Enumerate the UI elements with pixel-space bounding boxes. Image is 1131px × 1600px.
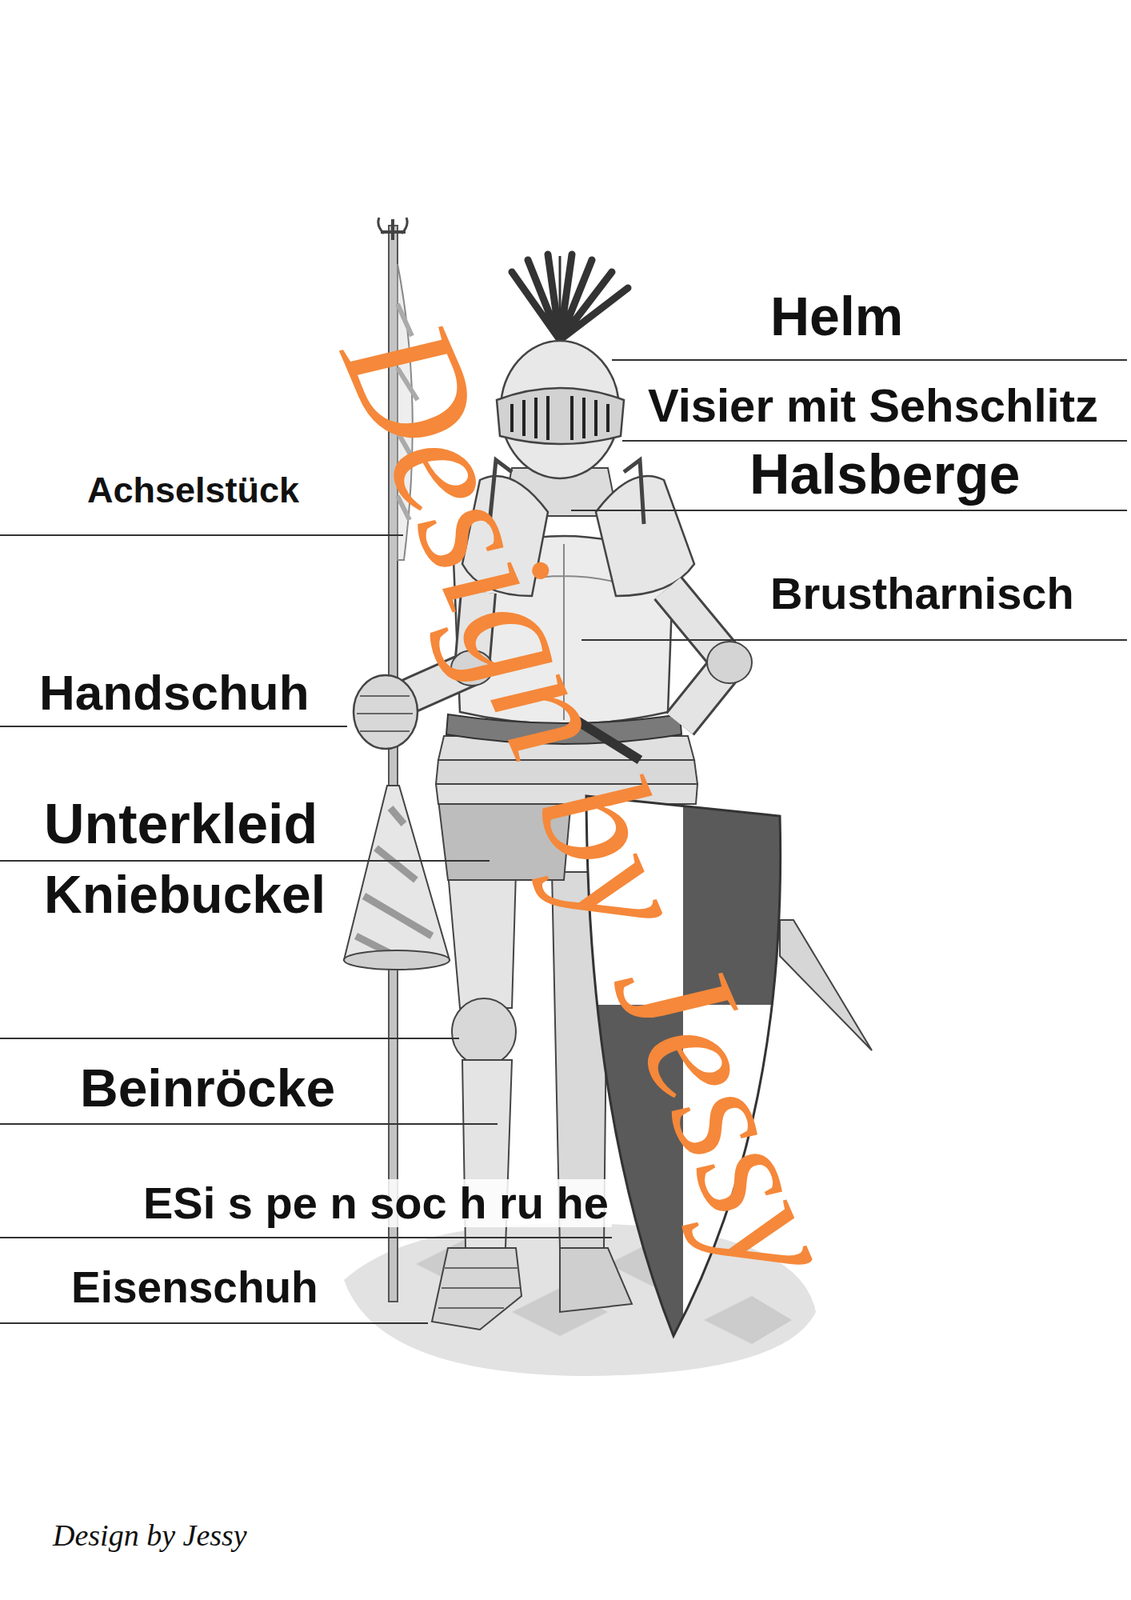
part-label: Unterkleid bbox=[40, 794, 321, 854]
part-label: Helm bbox=[767, 287, 907, 345]
part-label: Beinröcke bbox=[76, 1059, 339, 1116]
part-label: Handschuh bbox=[35, 666, 313, 720]
signature: Design by Jessy bbox=[52, 1519, 248, 1551]
part-label: Kniebuckel bbox=[40, 866, 329, 923]
part-label: Brustharnisch bbox=[767, 569, 1078, 618]
part-label: Halsberge bbox=[746, 444, 1024, 504]
part-label: Visier mit Sehschlitz bbox=[644, 380, 1102, 431]
part-label: ESi s pe n soc h ru he bbox=[139, 1178, 612, 1227]
part-label: Achselstück bbox=[83, 470, 303, 510]
part-label: Eisenschuh bbox=[67, 1263, 322, 1311]
